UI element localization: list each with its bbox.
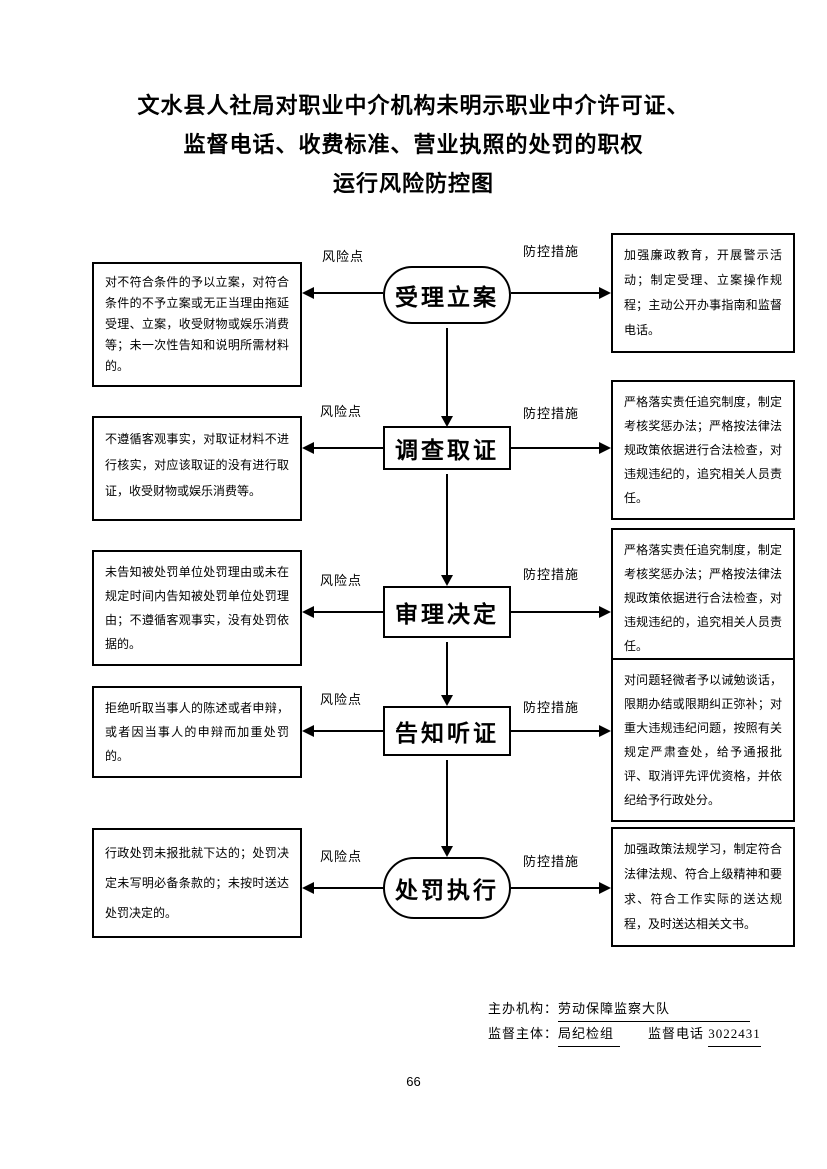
- arrow-left-line: [313, 611, 383, 613]
- measure-box-penalty-execution: 加强政策法规学习，制定符合法律法规、符合上级精神和要求、符合工作实际的送达规程，…: [611, 827, 795, 947]
- page-title: 文水县人社局对职业中介机构未明示职业中介许可证、 监督电话、收费标准、营业执照的…: [0, 86, 827, 203]
- arrow-left-line: [313, 447, 383, 449]
- phone-label: 监督电话: [648, 1026, 705, 1041]
- supervisor-value: 局纪检组: [558, 1022, 621, 1047]
- measure-box-investigation: 严格落实责任追究制度，制定考核奖惩办法；严格按法律法规政策依据进行合法检查，对违…: [611, 380, 795, 520]
- arrow-right-line: [511, 292, 599, 294]
- control-measures-label: 防控措施: [523, 406, 580, 421]
- risk-point-label: 风险点: [320, 573, 363, 588]
- arrow-left-line: [313, 730, 383, 732]
- arrow-right-line: [511, 887, 599, 889]
- risk-point-label: 风险点: [320, 692, 363, 707]
- phone-value: 3022431: [708, 1022, 761, 1047]
- arrow-right-icon: [599, 725, 611, 737]
- arrow-left-icon: [302, 606, 314, 618]
- arrow-left-icon: [302, 725, 314, 737]
- risk-box-penalty-execution: 行政处罚未报批就下达的；处罚决定未写明必备条款的；未按时送达处罚决定的。: [92, 828, 302, 938]
- measure-box-notify-hearing: 对问题轻微者予以诫勉谈话，限期办结或限期纠正弥补；对重大违规违纪问题，按照有关规…: [611, 658, 795, 822]
- risk-box-review-decision: 未告知被处罚单位处罚理由或未在规定时间内告知被处罚单位处罚理由；不遵循客观事实，…: [92, 550, 302, 666]
- flow-node-review-decision: 审理决定: [383, 586, 511, 638]
- connector-line-1: [446, 328, 448, 416]
- arrow-right-line: [511, 611, 599, 613]
- footer-supervisor-line: 监督主体：局纪检组 监督电话 3022431: [488, 1022, 761, 1047]
- arrow-right-icon: [599, 882, 611, 894]
- arrow-left-line: [313, 887, 383, 889]
- measure-box-accept-filing: 加强廉政教育，开展警示活动；制定受理、立案操作规程；主动公开办事指南和监督电话。: [611, 233, 795, 353]
- arrow-down-icon: [441, 695, 453, 706]
- footer-host-line: 主办机构：劳动保障监察大队: [488, 997, 761, 1022]
- arrow-right-icon: [599, 442, 611, 454]
- control-measures-label: 防控措施: [523, 244, 580, 259]
- flow-node-accept-filing: 受理立案: [383, 266, 511, 324]
- arrow-right-line: [511, 730, 599, 732]
- arrow-right-line: [511, 447, 599, 449]
- risk-box-investigation: 不遵循客观事实，对取证材料不进行核实，对应该取证的没有进行取证，收受财物或娱乐消…: [92, 416, 302, 521]
- page-number: 66: [406, 1074, 421, 1089]
- footer: 主办机构：劳动保障监察大队 监督主体：局纪检组 监督电话 3022431: [488, 997, 761, 1047]
- connector-line-4: [446, 760, 448, 846]
- arrow-left-icon: [302, 442, 314, 454]
- connector-line-2: [446, 474, 448, 575]
- risk-box-accept-filing: 对不符合条件的予以立案，对符合条件的不予立案或无正当理由拖延受理、立案，收受财物…: [92, 262, 302, 387]
- arrow-left-line: [313, 292, 383, 294]
- risk-point-label: 风险点: [320, 849, 363, 864]
- host-org-value: 劳动保障监察大队: [558, 997, 751, 1022]
- flow-node-notify-hearing: 告知听证: [383, 706, 511, 756]
- title-line-3: 运行风险防控图: [332, 171, 494, 196]
- control-measures-label: 防控措施: [523, 854, 580, 869]
- connector-line-3: [446, 642, 448, 695]
- risk-box-notify-hearing: 拒绝听取当事人的陈述或者申辩，或者因当事人的申辩而加重处罚的。: [92, 686, 302, 778]
- arrow-left-icon: [302, 287, 314, 299]
- arrow-down-icon: [441, 575, 453, 586]
- control-measures-label: 防控措施: [523, 700, 580, 715]
- arrow-down-icon: [441, 846, 453, 857]
- control-measures-label: 防控措施: [523, 567, 580, 582]
- arrow-right-icon: [599, 287, 611, 299]
- measure-box-review-decision: 严格落实责任追究制度，制定考核奖惩办法；严格按法律法规政策依据进行合法检查，对违…: [611, 528, 795, 668]
- title-line-2: 监督电话、收费标准、营业执照的处罚的职权: [183, 132, 644, 157]
- title-line-1: 文水县人社局对职业中介机构未明示职业中介许可证、: [137, 93, 690, 118]
- host-org-label: 主办机构：: [488, 1001, 559, 1016]
- arrow-left-icon: [302, 882, 314, 894]
- flow-node-investigation: 调查取证: [383, 426, 511, 470]
- flow-node-penalty-execution: 处罚执行: [383, 857, 511, 919]
- risk-point-label: 风险点: [320, 404, 363, 419]
- supervisor-label: 监督主体：: [488, 1026, 559, 1041]
- risk-point-label: 风险点: [322, 249, 365, 264]
- arrow-right-icon: [599, 606, 611, 618]
- arrow-down-icon: [441, 416, 453, 427]
